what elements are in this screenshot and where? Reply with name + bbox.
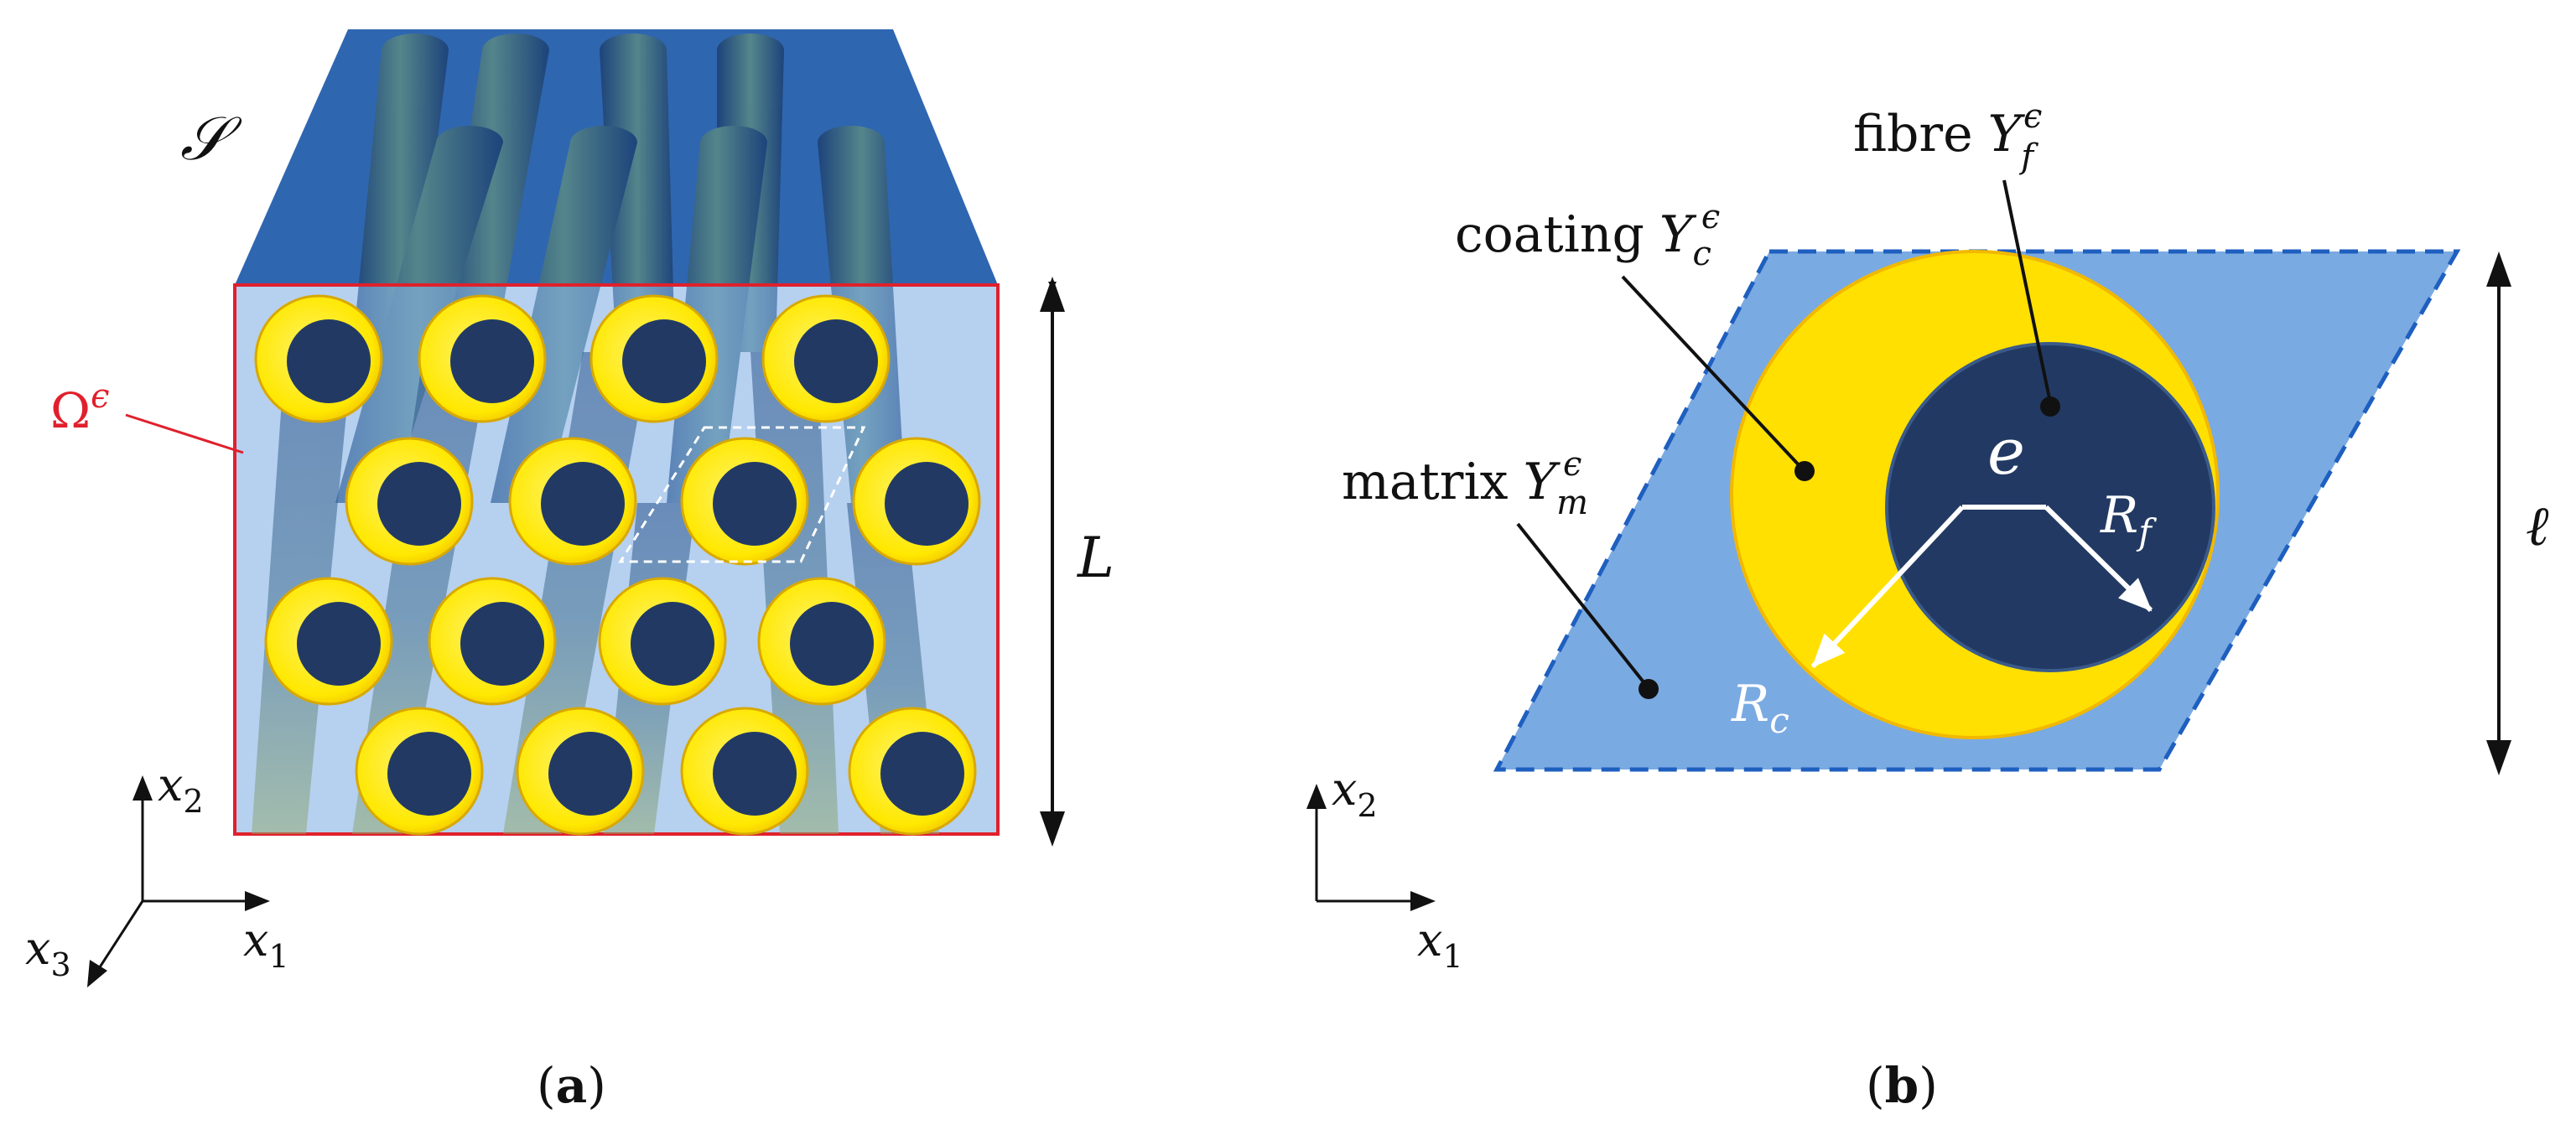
fibre-core-2-3 — [790, 602, 874, 686]
fibre-core-2-2 — [631, 602, 714, 686]
length-arrow-head-bottom — [1040, 811, 1065, 847]
coating-dot — [1794, 461, 1815, 481]
rf-arrow — [2044, 505, 2153, 613]
fibre-core-1-0 — [377, 462, 461, 546]
axis-x2-label: x2 — [158, 759, 204, 820]
fibre-core-0-3 — [794, 319, 878, 403]
axes-a: x2 x1 x3 — [25, 759, 289, 987]
height-arrow-head-top — [2486, 251, 2511, 287]
fibre-core-3-3 — [880, 732, 964, 816]
caption-a: (a) — [537, 1057, 606, 1114]
fibre-core-3-0 — [387, 732, 471, 816]
eccentricity-label: e — [1987, 414, 2025, 489]
domain-label: Ωϵ — [50, 377, 110, 439]
axes-b: x2 x1 — [1306, 763, 1463, 975]
fibre-core-3-2 — [713, 732, 797, 816]
fibre-leader — [2002, 179, 2052, 403]
height-label: ℓ — [2526, 494, 2549, 558]
periodic-cell-outline — [618, 426, 866, 563]
length-label: L — [1077, 526, 1114, 590]
fibre-dot — [2040, 396, 2060, 417]
rc-arrow — [1810, 505, 1965, 669]
matrix-leader — [1516, 522, 1649, 689]
fibre-core-3-1 — [548, 732, 632, 816]
axis-x1-label: x1 — [243, 914, 289, 975]
fibre-sections — [254, 294, 981, 836]
surface-label: 𝒮 — [180, 103, 242, 174]
fibre-core-1-1 — [541, 462, 625, 546]
axis-x2-label-b: x2 — [1332, 763, 1378, 824]
domain-label-leader — [125, 413, 244, 454]
height-arrow-head-bottom — [2486, 740, 2511, 775]
fibre-core-2-1 — [460, 602, 544, 686]
panel-a: 𝒮 Ωϵ L x2 x1 x3 — [25, 29, 1114, 1114]
axis-x1-label-b: x1 — [1417, 914, 1463, 975]
rf-label: Rf — [2100, 486, 2157, 552]
fibre-circle — [1885, 342, 2215, 672]
fibre-core-1-3 — [885, 462, 969, 546]
axis-x3-label: x3 — [25, 922, 71, 983]
rc-label: Rc — [1731, 675, 1789, 741]
matrix-dot — [1639, 679, 1659, 699]
fibre-core-1-2 — [713, 462, 797, 546]
coating-leader — [1621, 275, 1805, 471]
fibre-core-2-0 — [297, 602, 381, 686]
fibre-core-0-1 — [450, 319, 534, 403]
length-arrow-head-top — [1040, 277, 1065, 312]
fibre-core-0-2 — [622, 319, 706, 403]
caption-b: (b) — [1866, 1057, 1938, 1114]
fibre-core-0-0 — [287, 319, 371, 403]
